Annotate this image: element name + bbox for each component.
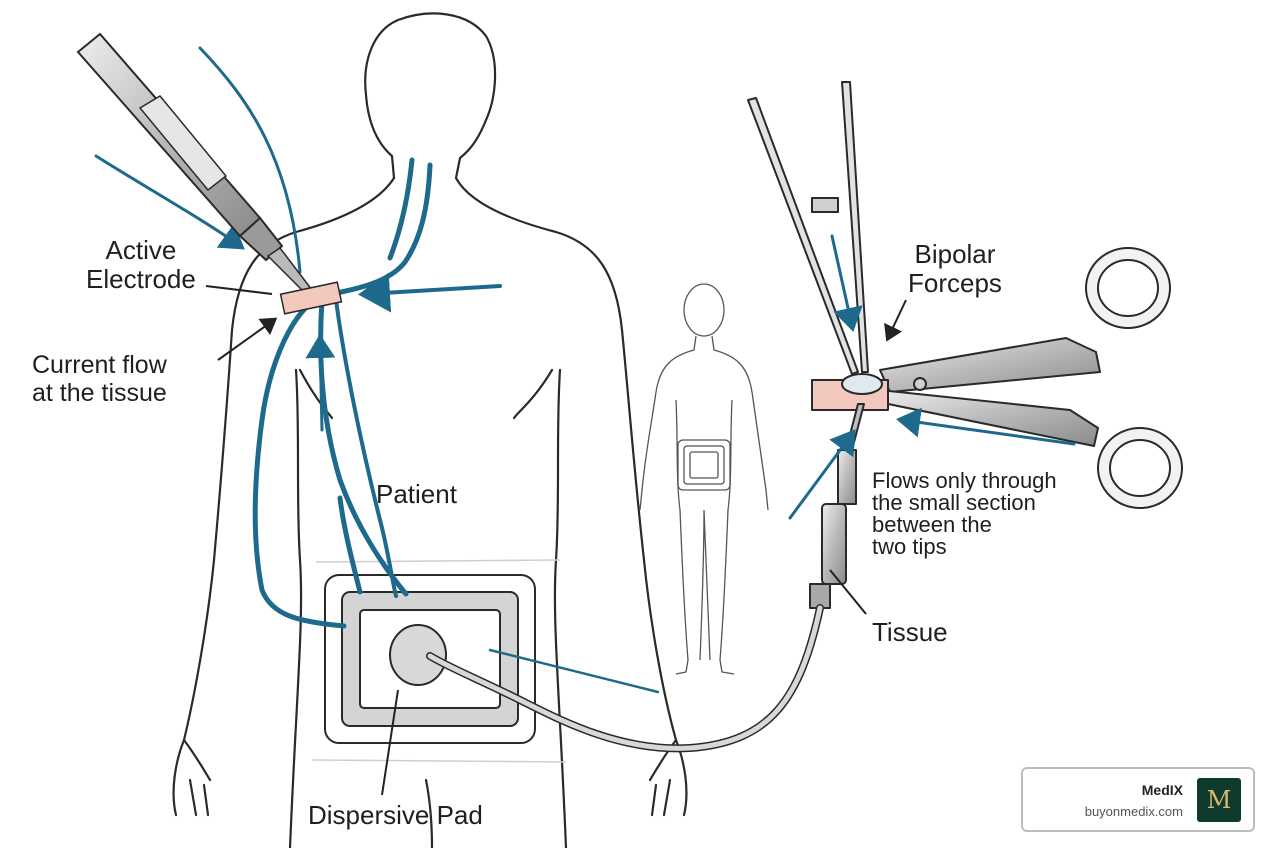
label-patient: Patient — [376, 479, 457, 509]
brand-badge[interactable]: MedIX buyonmedix.com M — [1021, 767, 1255, 832]
current-flow-lines — [252, 157, 433, 629]
leader-lines — [205, 285, 907, 796]
active-tissue-patch — [279, 281, 343, 315]
label-active-electrode: Active Electrode — [86, 235, 196, 294]
label-tissue: Tissue — [872, 617, 948, 647]
brand-logo-icon: M — [1197, 778, 1241, 822]
label-flows-only: Flows only through the small section bet… — [872, 468, 1057, 559]
small-patient-figure — [639, 283, 769, 675]
patient-body-outline — [172, 12, 688, 848]
brand-logo-letter: M — [1206, 786, 1232, 814]
label-current-flow: Current flow at the tissue — [32, 351, 167, 407]
brand-url[interactable]: buyonmedix.com — [1084, 804, 1183, 819]
label-bipolar-forceps: Bipolar Forceps — [908, 239, 1002, 298]
forceps-cable-inner — [427, 605, 823, 751]
active-electrode-pen — [76, 32, 314, 295]
bipolar-forceps — [747, 81, 1183, 609]
current-flow-arrows — [94, 46, 660, 694]
forceps-flow-arrows — [788, 234, 1076, 520]
label-dispersive-pad: Dispersive Pad — [308, 800, 483, 830]
brand-name: MedIX — [1141, 782, 1183, 798]
